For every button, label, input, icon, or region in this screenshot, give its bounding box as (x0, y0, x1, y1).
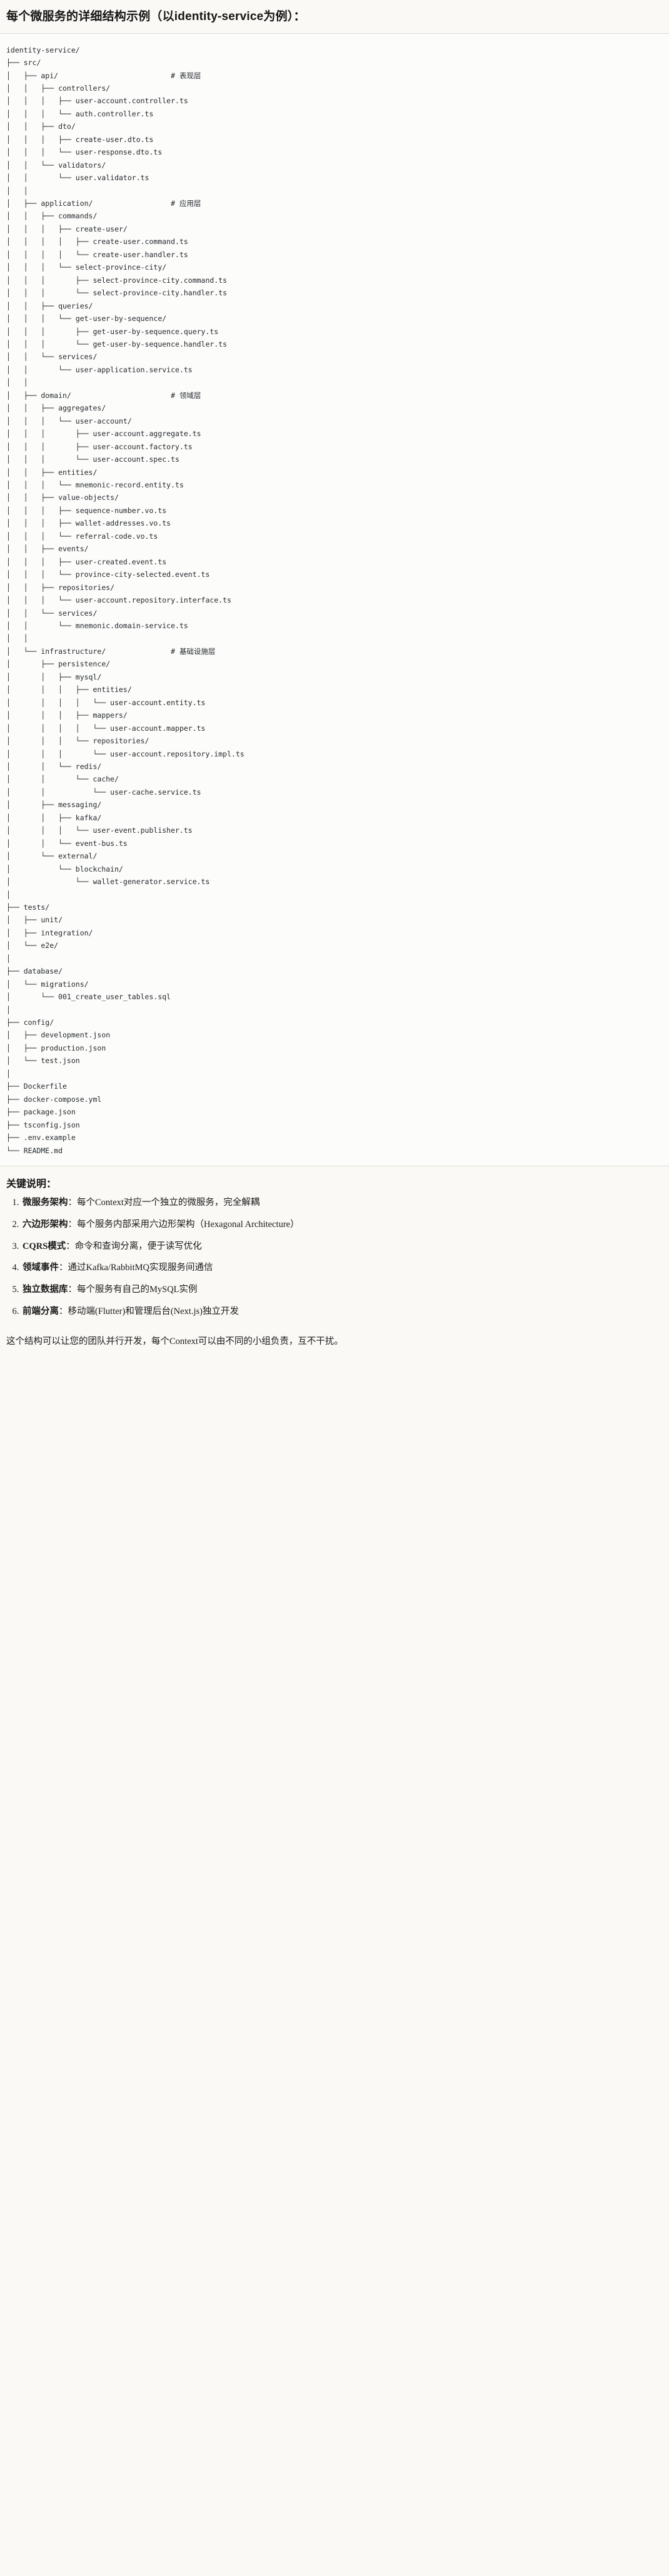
title-divider (0, 33, 669, 34)
key-point-desc: ：通过Kafka/RabbitMQ实现服务间通信 (59, 1263, 213, 1273)
document-page: 每个微服务的详细结构示例（以identity-service为例）： ident… (0, 0, 669, 1359)
key-point-term: CQRS模式 (23, 1241, 66, 1251)
key-point-desc: ：每个服务内部采用六边形架构（Hexagonal Architecture） (68, 1219, 299, 1229)
key-points-list: 微服务架构：每个Context对应一个独立的微服务，完全解耦 六边形架构：每个服… (0, 1193, 669, 1330)
directory-tree: identity-service/ ├── src/ │ ├── api/ # … (6, 45, 244, 1155)
key-points-heading: 关键说明： (6, 1179, 57, 1190)
list-item: 微服务架构：每个Context对应一个独立的微服务，完全解耦 (21, 1196, 663, 1210)
key-point-desc: ：移动端(Flutter)和管理后台(Next.js)独立开发 (59, 1306, 239, 1316)
list-item: CQRS模式：命令和查询分离，便于读写优化 (21, 1240, 663, 1254)
key-point-term: 独立数据库 (23, 1285, 68, 1295)
key-point-desc: ：命令和查询分离，便于读写优化 (66, 1241, 202, 1251)
list-item: 前端分离：移动端(Flutter)和管理后台(Next.js)独立开发 (21, 1305, 663, 1319)
closing-paragraph: 这个结构可以让您的团队并行开发，每个Context可以由不同的小组负责，互不干扰… (6, 1336, 343, 1347)
key-point-term: 微服务架构 (23, 1198, 68, 1208)
page-title: 每个微服务的详细结构示例（以identity-service为例）： (6, 10, 306, 23)
key-point-term: 领域事件 (23, 1263, 59, 1273)
key-point-term: 前端分离 (23, 1306, 59, 1316)
key-point-term: 六边形架构 (23, 1219, 68, 1229)
directory-tree-code-block: identity-service/ ├── src/ │ ├── api/ # … (0, 33, 669, 1166)
list-item: 独立数据库：每个服务有自己的MySQL实例 (21, 1283, 663, 1297)
list-item: 六边形架构：每个服务内部采用六边形架构（Hexagonal Architectu… (21, 1218, 663, 1232)
key-point-desc: ：每个Context对应一个独立的微服务，完全解耦 (68, 1198, 260, 1208)
key-point-desc: ：每个服务有自己的MySQL实例 (68, 1285, 198, 1295)
list-item: 领域事件：通过Kafka/RabbitMQ实现服务间通信 (21, 1261, 663, 1275)
